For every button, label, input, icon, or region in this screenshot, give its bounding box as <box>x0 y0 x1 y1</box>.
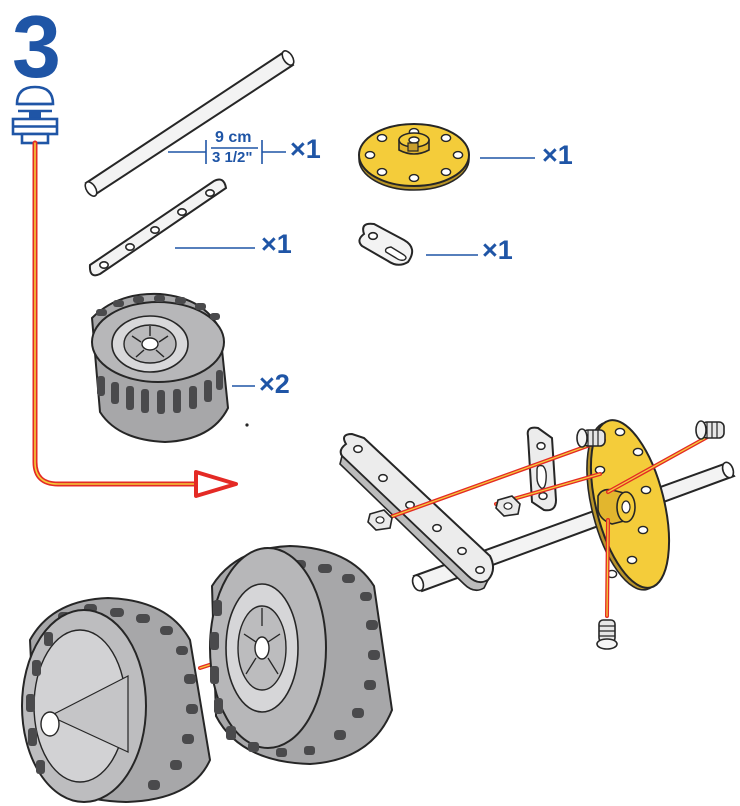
rod-length-imperial: 3 1/2" <box>212 150 252 166</box>
double-bracket-quantity: ×1 <box>482 236 513 264</box>
tyred-wheel-part <box>92 294 228 442</box>
guide-arrow <box>196 472 236 496</box>
assembly-double-bracket <box>528 428 556 511</box>
assembly-inner-wheel <box>210 546 392 764</box>
tyred-wheel-quantity: ×2 <box>259 370 290 398</box>
bush-wheel-quantity: ×1 <box>542 141 573 169</box>
bush-wheel-part <box>359 124 469 190</box>
paper-mark <box>245 423 248 426</box>
screw-nut-icon <box>13 87 57 143</box>
axle-rod-quantity: ×1 <box>290 135 321 163</box>
flat-strip-part <box>90 180 226 276</box>
axle-rod-part <box>83 49 296 198</box>
double-bracket-part <box>359 224 412 265</box>
rod-length-metric: 9 cm <box>215 130 251 146</box>
assembly-outer-wheel <box>22 598 210 802</box>
assembly-flat-strip <box>340 434 493 590</box>
flat-strip-quantity: ×1 <box>261 230 292 258</box>
